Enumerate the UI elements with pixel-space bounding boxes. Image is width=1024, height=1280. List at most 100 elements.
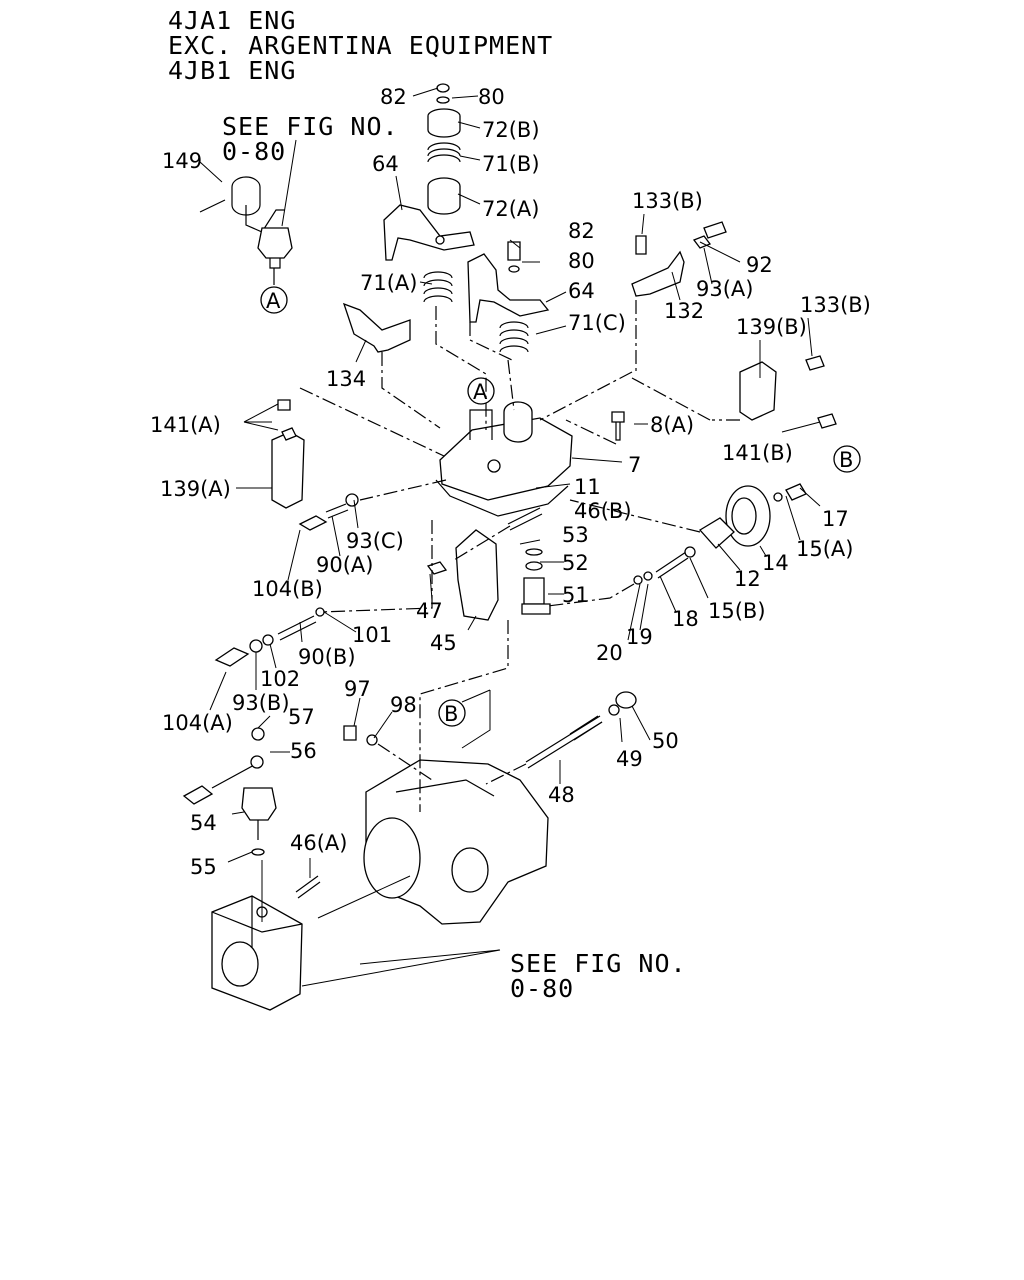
callout-57: 57	[288, 705, 315, 729]
callout-17: 17	[822, 507, 849, 531]
callout-93a: 93(A)	[696, 277, 753, 301]
part-gear-14	[698, 483, 807, 549]
callout-90b: 90(B)	[298, 645, 356, 669]
marker-b-right-letter: B	[839, 448, 853, 472]
header-line-2: EXC. ARGENTINA EQUIPMENT	[168, 31, 554, 60]
callout-7: 7	[628, 453, 641, 477]
part-lever-64-left	[383, 204, 475, 261]
part-bolt-8a	[611, 411, 625, 441]
header-line-1: 4JA1 ENG	[168, 6, 297, 35]
callout-51: 51	[562, 583, 589, 607]
part-governor-cover-7	[439, 401, 573, 501]
marker-b-right: B	[833, 445, 861, 473]
callout-56: 56	[290, 739, 317, 763]
callout-labels: 82 80 72(B) 71(B) 64 72(A) 149 82 80 64 …	[150, 85, 871, 879]
callout-49: 49	[616, 747, 643, 771]
part-stack-51-53	[521, 548, 551, 615]
callout-104a: 104(A)	[162, 711, 233, 735]
callout-52: 52	[562, 551, 589, 575]
fig-number-bottom: 0-80	[510, 974, 574, 1003]
callout-72a: 72(A)	[482, 197, 539, 221]
part-adjuster-90a	[298, 493, 359, 531]
callout-139b: 139(B)	[736, 315, 807, 339]
callout-55: 55	[190, 855, 217, 879]
leader-lines	[199, 87, 821, 987]
part-spring-46a	[295, 875, 321, 899]
callout-134: 134	[326, 367, 366, 391]
part-sensor-54	[182, 727, 277, 856]
callout-71b: 71(B)	[482, 152, 540, 176]
callout-15b: 15(B)	[708, 599, 766, 623]
callout-72b: 72(B)	[482, 118, 540, 142]
callout-97: 97	[344, 677, 371, 701]
see-fig-label-bottom: SEE FIG NO.	[510, 949, 687, 978]
part-bracket-139a	[271, 399, 305, 509]
marker-a-center-letter: A	[473, 380, 488, 404]
marker-b-left: B	[438, 699, 466, 727]
part-adjuster-90b	[214, 607, 325, 667]
callout-101: 101	[352, 623, 392, 647]
callout-50: 50	[652, 729, 679, 753]
part-bracket-139b	[739, 355, 837, 429]
part-end-plate	[211, 895, 303, 1011]
callout-80-mid: 80	[568, 249, 595, 273]
part-shaft-48	[525, 691, 637, 769]
part-bracket-134	[342, 302, 411, 353]
fig-number-top: 0-80	[222, 137, 286, 166]
callout-71a: 71(A)	[360, 271, 417, 295]
part-bracket-132	[631, 235, 685, 297]
callout-14: 14	[762, 551, 789, 575]
callout-90a: 90(A)	[316, 553, 373, 577]
callout-20: 20	[596, 641, 623, 665]
part-lever-64-right	[467, 241, 550, 323]
callout-104b: 104(B)	[252, 577, 323, 601]
callout-132: 132	[664, 299, 704, 323]
callout-19: 19	[626, 625, 653, 649]
callout-141b: 141(B)	[722, 441, 793, 465]
callout-102: 102	[260, 667, 300, 691]
callout-141a: 141(A)	[150, 413, 221, 437]
callout-18: 18	[672, 607, 699, 631]
header-line-3: 4JB1 ENG	[168, 56, 297, 85]
callout-139a: 139(A)	[160, 477, 231, 501]
callout-82-mid: 82	[568, 219, 595, 243]
callout-93c: 93(C)	[346, 529, 404, 553]
see-fig-label-top: SEE FIG NO.	[222, 112, 399, 141]
callout-48: 48	[548, 783, 575, 807]
part-spring-71c	[499, 321, 529, 353]
part-top-spring-stack	[427, 83, 461, 215]
callout-98: 98	[390, 693, 417, 717]
part-sensor-149	[199, 176, 285, 233]
callout-133b-top: 133(B)	[632, 189, 703, 213]
callout-45: 45	[430, 631, 457, 655]
callout-82-top: 82	[380, 85, 407, 109]
callout-93b: 93(B)	[232, 691, 290, 715]
part-spring-46b	[507, 507, 543, 531]
part-spring-71a	[423, 271, 453, 303]
callout-46a: 46(A)	[290, 831, 347, 855]
marker-a-center: A	[467, 377, 495, 405]
part-gasket-11	[435, 479, 569, 517]
marker-a-top: A	[260, 286, 288, 314]
callout-71c: 71(C)	[568, 311, 626, 335]
callout-12: 12	[734, 567, 761, 591]
callout-64-right: 64	[568, 279, 595, 303]
part-pump-body	[363, 759, 549, 925]
callout-15a: 15(A)	[796, 537, 853, 561]
callout-133b-right: 133(B)	[800, 293, 871, 317]
marker-b-left-letter: B	[444, 702, 458, 726]
callout-92: 92	[746, 253, 773, 277]
alignment-lines	[299, 300, 740, 812]
callout-47: 47	[416, 599, 443, 623]
callout-54: 54	[190, 811, 217, 835]
callout-53: 53	[562, 523, 589, 547]
part-shaft-18	[633, 546, 696, 585]
part-bolt-97	[343, 725, 378, 746]
marker-a-top-letter: A	[266, 289, 281, 313]
callout-80-top: 80	[478, 85, 505, 109]
callout-46b: 46(B)	[574, 499, 632, 523]
part-sensor-a	[257, 227, 293, 285]
callout-149: 149	[162, 149, 202, 173]
callout-11: 11	[574, 475, 601, 499]
